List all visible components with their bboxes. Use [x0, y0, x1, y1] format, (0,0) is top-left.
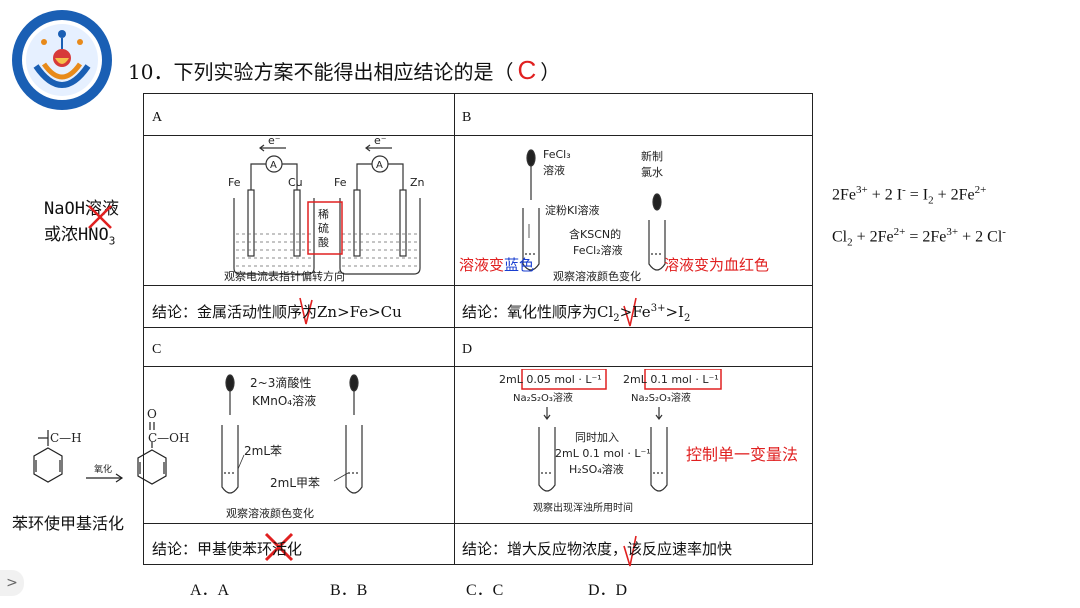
figure-caption: 观察溶液颜色变化 — [226, 506, 314, 520]
reagent-label: Na₂S₂O₃溶液 — [631, 391, 691, 404]
reagent-label: 2mL 0.1 mol · L⁻¹ — [555, 447, 651, 460]
figure-caption: 观察溶液颜色变化 — [553, 269, 641, 283]
note-blue-change: 溶液变蓝色 — [459, 256, 535, 274]
equation-2: Cl2 + 2Fe2+ = 2Fe3+ + 2 Cl- — [832, 226, 1006, 249]
answer-mark: C — [517, 55, 537, 85]
table-rule — [144, 523, 812, 524]
conclusion-a: 结论：金属活动性顺序为Zn>Fe>Cu — [152, 303, 402, 321]
reagent-label: 溶液 — [543, 163, 565, 177]
reagent-label: Na₂S₂O₃溶液 — [513, 391, 573, 404]
toluene-oxidation-structure: C—H 氧化 O C—OH — [33, 407, 189, 485]
electron-label: e⁻ — [374, 138, 387, 147]
option-c[interactable]: C．C — [466, 582, 504, 599]
electrode-label: Cu — [288, 176, 303, 189]
electron-label: e⁻ — [268, 138, 281, 147]
figure-caption: 观察出现浑浊所用时间 — [533, 501, 633, 514]
option-a[interactable]: A．A — [190, 582, 230, 599]
structure-ch: C—H — [50, 431, 82, 445]
electrode-label: Zn — [410, 176, 425, 189]
table-rule — [144, 366, 812, 367]
structure-coh: C—OH — [148, 431, 189, 445]
table-rule — [144, 285, 812, 286]
figure-d-test-tubes: 2mL 0.05 mol · L⁻¹ 2mL 0.1 mol · L⁻¹ Na₂… — [499, 369, 722, 514]
question-number: 10． — [128, 60, 174, 84]
note-control-variable: 控制单一变量法 — [686, 445, 799, 464]
concentration-label: 2mL 0.1 mol · L⁻¹ — [623, 373, 719, 386]
figure-a-galvanic-cells: e⁻ A e⁻ A Fe Cu Fe Zn 稀 硫 酸 观察电流表指针偏转方向 — [224, 138, 425, 283]
acid-label: 酸 — [318, 235, 329, 249]
electrode-label: Fe — [228, 176, 241, 189]
figure-caption: 观察电流表指针偏转方向 — [224, 269, 345, 283]
cell-b-label: B — [462, 110, 472, 125]
conclusion-c: 结论：甲基使苯环活化 — [152, 540, 303, 558]
oxidation-label: 氧化 — [94, 463, 112, 475]
concentration-label: 2mL 0.05 mol · L⁻¹ — [499, 373, 602, 386]
acid-label: 稀 — [318, 208, 329, 221]
reagent-label: FeCl₃ — [543, 148, 571, 161]
check-mark-icon — [623, 535, 637, 567]
cell-d-label: D — [462, 342, 473, 357]
ammeter-label: A — [270, 160, 277, 171]
ammeter-label: A — [376, 160, 383, 171]
table-rule — [144, 135, 812, 136]
school-emblem-icon — [12, 10, 112, 110]
reagent-label: 含KSCN的 — [569, 227, 621, 241]
cell-c-label: C — [152, 342, 162, 357]
conclusion-b: 结论：氧化性顺序为Cl2>Fe3+>I2 — [462, 303, 691, 324]
next-slide-button[interactable]: > — [0, 570, 24, 596]
question-text: 下列实验方案不能得出相应结论的是（ — [173, 60, 514, 84]
acid-label: 硫 — [318, 221, 329, 235]
reagent-label: 淀粉KI溶液 — [545, 203, 599, 217]
figure-b-test-tubes: FeCl₃ 溶液 新制 氯水 淀粉KI溶液 含KSCN的 FeCl₂溶液 观察溶… — [522, 148, 666, 283]
left-note-reagent: NaOH溶液 或浓HNO3 — [44, 199, 119, 248]
reagent-label: KMnO₄溶液 — [252, 393, 316, 408]
reagent-label: 2mL甲苯 — [270, 476, 320, 490]
structure-o: O — [147, 407, 157, 421]
check-mark-icon — [299, 297, 313, 325]
figure-c-test-tubes: 2~3滴酸性 KMnO₄溶液 2mL苯 2mL甲苯 观察溶液颜色变化 — [221, 374, 363, 520]
reagent-label: H₂SO₄溶液 — [569, 462, 624, 476]
equation-1: 2Fe3+ + 2 I- = I2 + 2Fe2+ — [832, 184, 987, 207]
option-d[interactable]: D．D — [588, 582, 628, 599]
question-line: 10．下列实验方案不能得出相应结论的是（C） — [128, 56, 560, 86]
cell-a-label: A — [152, 110, 163, 125]
reagent-label: 2mL苯 — [244, 444, 282, 458]
option-b[interactable]: B．B — [330, 582, 368, 599]
reagent-label: 氯水 — [641, 165, 663, 179]
reagent-label: 同时加入 — [575, 431, 619, 444]
structure-caption: 苯环使甲基活化 — [12, 514, 125, 533]
table-rule — [144, 327, 812, 328]
check-mark-icon — [623, 297, 637, 327]
electrode-label: Fe — [334, 176, 347, 189]
reagent-label: FeCl₂溶液 — [573, 243, 623, 257]
note-red-change: 溶液变为血红色 — [664, 256, 770, 274]
reagent-label: 2~3滴酸性 — [250, 375, 311, 390]
question-close: ） — [540, 60, 561, 84]
table-divider — [454, 94, 455, 564]
reagent-label: 新制 — [641, 149, 663, 163]
options-table: A B C D e⁻ A e⁻ A Fe Cu — [143, 93, 813, 567]
conclusion-d: 结论：增大反应物浓度，该反应速率加快 — [462, 540, 733, 558]
cross-mark-icon — [264, 532, 294, 562]
cross-mark-icon — [88, 205, 112, 229]
